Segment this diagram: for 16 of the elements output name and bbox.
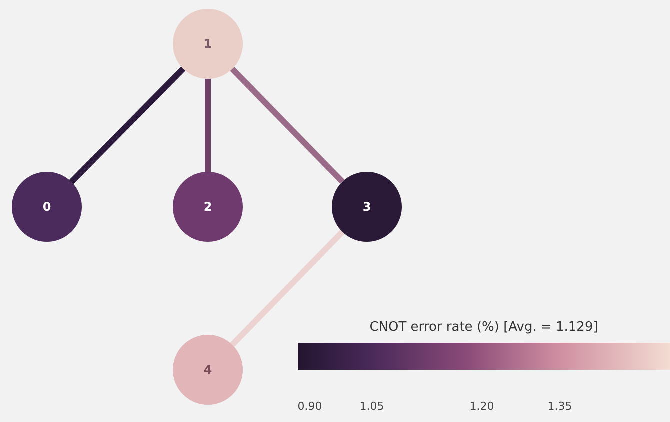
tick-label: 1.20 bbox=[470, 400, 494, 413]
qubit-number: 0 bbox=[42, 200, 52, 214]
qubit-number: 3 bbox=[362, 200, 372, 214]
tick-label: 1.35 bbox=[548, 400, 572, 413]
colorbar-title: CNOT error rate (%) [Avg. = 1.129] bbox=[368, 320, 600, 335]
connector-line bbox=[230, 66, 345, 184]
qubit-circle bbox=[332, 172, 402, 242]
qubit-number: 1 bbox=[204, 37, 212, 51]
connector-line bbox=[69, 66, 186, 184]
qubit-number: 4 bbox=[204, 363, 212, 377]
qubit-number: 2 bbox=[204, 200, 212, 214]
connector-line bbox=[230, 230, 345, 348]
tick-label: 1.05 bbox=[360, 400, 384, 413]
tick-label: 0.90 bbox=[298, 400, 322, 413]
qubit-circle bbox=[173, 9, 243, 79]
connector-line bbox=[205, 79, 211, 172]
